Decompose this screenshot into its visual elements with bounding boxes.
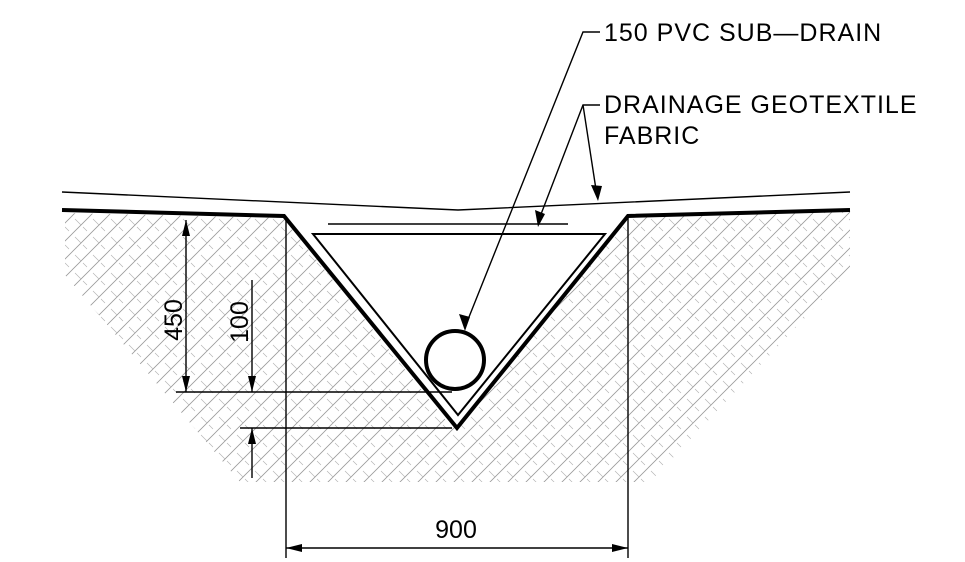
- width-dimension: [285, 218, 629, 558]
- fabric-label-line1: DRAINAGE GEOTEXTILE: [604, 91, 918, 119]
- pvc-pipe: [424, 329, 486, 391]
- ground-surface-line: [61, 191, 851, 211]
- soil-hatching: [65, 210, 850, 482]
- width-dimension-text: 900: [435, 516, 477, 544]
- bedding-dimension-text: 100: [226, 301, 254, 343]
- geotextile-fabric-liner: [310, 233, 608, 417]
- depth-dimension-text: 450: [160, 299, 188, 341]
- bedding-dimension: [240, 280, 452, 478]
- trench-interior: [290, 220, 624, 428]
- soil-right: [452, 210, 850, 482]
- trench-outline: [61, 208, 851, 432]
- depth-dimension: [176, 220, 452, 393]
- pipe-label: 150 PVC SUB—DRAIN: [604, 19, 882, 47]
- soil-left: [65, 213, 452, 482]
- pipe-leader: [459, 31, 600, 331]
- fabric-leader: [535, 104, 602, 227]
- fabric-label-line2: FABRIC: [604, 122, 700, 150]
